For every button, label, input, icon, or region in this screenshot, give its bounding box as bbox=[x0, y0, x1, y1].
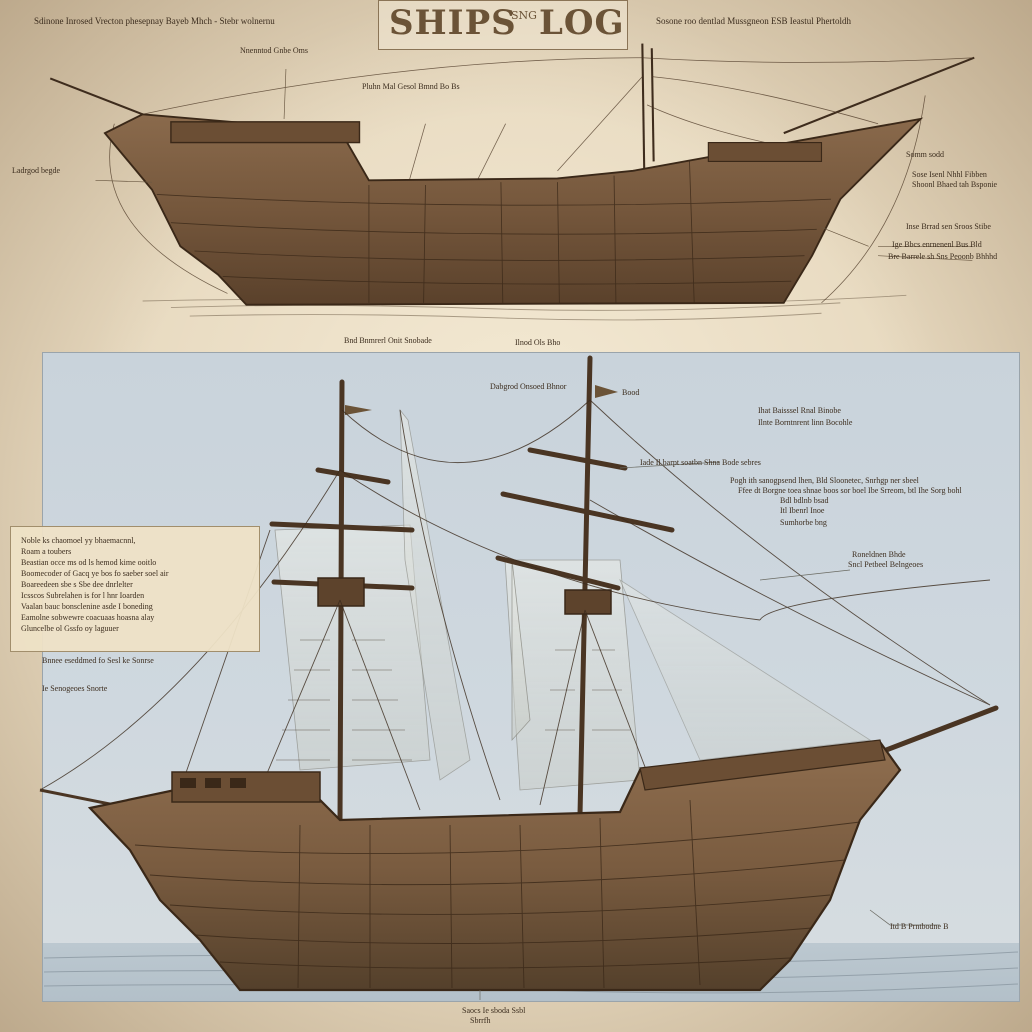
notes-line: Eamolne sobwewre coacuaas hoasna alay bbox=[21, 613, 155, 622]
notes-line: Boomecoder of Gacq ye bos fo saeber soel… bbox=[21, 569, 169, 578]
bottom-stern-label: Itd B Prntbodne B bbox=[890, 922, 949, 931]
top-left-side-label: Ladrgod begde bbox=[12, 166, 61, 175]
top-right-label-6: Bre Barrele sh Sns Peoonb Bhhhd bbox=[888, 252, 998, 261]
top-ship-drawing bbox=[49, 43, 975, 321]
top-right-label-1: Somm sodd bbox=[906, 150, 945, 159]
bottom-right-label-4: Pogh ith sanogpsend lhen, Bld Sloonetec,… bbox=[730, 476, 919, 485]
top-right-label-3: Shoonl Bhaed tah Bsponie bbox=[912, 180, 998, 189]
top-header-right: Sosone roo dentlad Mussgneon ESB Ieastul… bbox=[656, 16, 851, 26]
notes-line: Roam a toubers bbox=[21, 547, 72, 556]
title-ships: SHIPS bbox=[389, 3, 517, 43]
top-pointer-1: Nnenntod Gnbe Oms bbox=[240, 46, 308, 55]
notes-card: Noble ks chaomoel yy bhaemacnnl, Roam a … bbox=[10, 526, 260, 652]
bottom-top-label-2: Bood bbox=[622, 388, 640, 397]
notes-line: Noble ks chaomoel yy bhaemacnnl, bbox=[21, 536, 136, 545]
top-bottom-label-1: Bnd Bnmrerl Onit Snobade bbox=[344, 336, 432, 345]
bottom-footer-2: Sbrrfh bbox=[470, 1016, 491, 1025]
title-box: SHIPS SNG LOG bbox=[378, 0, 628, 50]
notes-line: Gluncelbe ol Gssfo oy laguuer bbox=[21, 624, 119, 633]
bottom-top-label-1: Dabgrod Onsoed Bhnor bbox=[490, 382, 567, 391]
bottom-right-label-1: Ihat Baisssel Rnal Binobe bbox=[758, 406, 841, 415]
top-header-left: Sdinone Inrosed Vrecton phesepnay Bayeb … bbox=[34, 16, 275, 26]
bottom-right-label-9: Roneldnen Bhde bbox=[852, 550, 906, 559]
top-bottom-label-2: Ilnod Ols Bho bbox=[515, 338, 561, 347]
notes-line: Vaalan bauc bonsclenine asde I boneding bbox=[21, 602, 153, 611]
bottom-right-label-10: Sncl Petbeel Belngeoes bbox=[848, 560, 924, 569]
notes-line: Icsscos Subrelahen is for l hnr Ioarden bbox=[21, 591, 145, 600]
notes-line: Beastian occe ms od ls hemod kime ooitlo bbox=[21, 558, 157, 567]
top-right-label-5: Ige Bbcs enrnenenl Bus Bld bbox=[892, 240, 982, 249]
top-right-label-4: Inse Brrad sen Sroos Stibe bbox=[906, 222, 991, 231]
notes-line: Boareedeen sbe s Sbe dee dnrlelter bbox=[21, 580, 133, 589]
bottom-right-label-3: Iade Il barpt soatbn Shna Bode sebres bbox=[640, 458, 761, 467]
top-pointer-2: Pluhn Mal Gesol Bmnd Bo Bs bbox=[362, 82, 460, 91]
bottom-right-label-6: Bdl bdlnb bsad bbox=[780, 496, 829, 505]
title-mid: SNG bbox=[511, 9, 537, 22]
bottom-right-label-7: Itl Ibenrl Inoe bbox=[780, 506, 825, 515]
bottom-left-under-card-1: Bnnee eseddmed fo Sesl ke Sonrse bbox=[42, 656, 154, 665]
title-log: LOG bbox=[539, 3, 625, 43]
bottom-right-label-5: Ffee dt Borgne toea shnae boos sor boel … bbox=[738, 486, 962, 495]
bottom-right-label-2: Ilnte Borntnrent linn Bocohle bbox=[758, 418, 853, 427]
bottom-left-under-card-2: Ie Senogeoes Snorte bbox=[42, 684, 108, 693]
bottom-footer-1: Saocs Ie sboda Ssbl bbox=[462, 1006, 526, 1015]
bottom-right-label-8: Sumhorbe bng bbox=[780, 518, 827, 527]
top-right-label-2: Sose Isenl Nhhl Fibben bbox=[912, 170, 987, 179]
